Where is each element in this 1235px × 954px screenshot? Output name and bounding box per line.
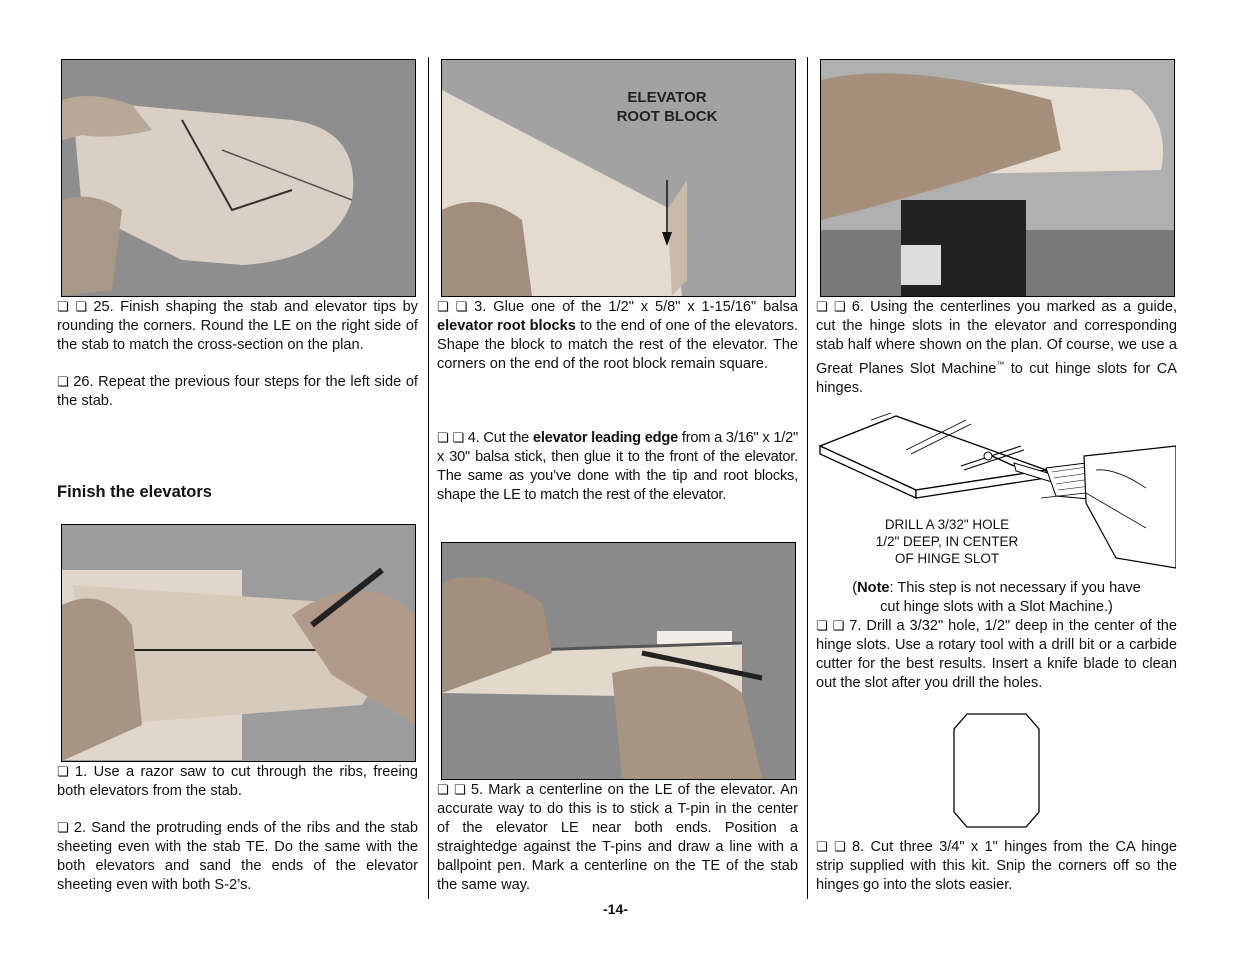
checkbox-icon[interactable]: ❏ ❏	[816, 840, 846, 855]
checkbox-icon[interactable]: ❏	[57, 375, 69, 390]
hinge-hole-icon	[983, 451, 993, 461]
page-number: -14-	[603, 901, 628, 917]
checkbox-icon[interactable]: ❏ ❏	[437, 300, 468, 315]
checkbox-icon[interactable]: ❏ ❏	[57, 300, 87, 315]
checkbox-icon[interactable]: ❏ ❏	[437, 431, 464, 446]
note: (Note: This step is not necessary if you…	[852, 580, 1141, 615]
hinge-diagram	[953, 713, 1040, 828]
checkbox-icon[interactable]: ❏	[57, 821, 69, 836]
step-5: ❏ ❏ 5. Mark a centerline on the LE of th…	[437, 782, 798, 893]
checkbox-icon[interactable]: ❏ ❏	[816, 619, 845, 634]
step-1: ❏ 1. Use a razor saw to cut through the …	[57, 764, 418, 799]
step-8: ❏ ❏ 8. Cut three 3/4" x 1" hinges from t…	[816, 839, 1177, 893]
column-divider-right	[807, 57, 808, 899]
photo-label: ELEVATOR ROOT BLOCK	[616, 89, 718, 125]
checkbox-icon[interactable]: ❏	[57, 765, 69, 780]
step-26: ❏ 26. Repeat the previous four steps for…	[57, 374, 418, 409]
photo-mark-centerline	[441, 542, 796, 780]
step-3: ❏ ❏ 3. Glue one of the 1/2" x 5/8" x 1-1…	[437, 299, 799, 372]
photo-cut-hinge-slots	[820, 59, 1175, 297]
step-4: ❏ ❏ 4. Cut the elevator leading edge fro…	[437, 430, 798, 503]
checkbox-icon[interactable]: ❏ ❏	[816, 300, 846, 315]
section-heading: Finish the elevators	[57, 483, 212, 501]
photo-stab-tip	[61, 59, 416, 297]
step-7: ❏ ❏ 7. Drill a 3/32" hole, 1/2" deep in …	[816, 618, 1177, 691]
photo-elevator-root-block: ELEVATOR ROOT BLOCK	[441, 59, 796, 297]
step-6: ❏ ❏ 6. Using the centerlines you marked …	[816, 299, 1178, 396]
step-2: ❏ 2. Sand the protruding ends of the rib…	[57, 820, 418, 893]
drill-caption: DRILL A 3/32" HOLE 1/2" DEEP, IN CENTER …	[875, 517, 1019, 566]
checkbox-icon[interactable]: ❏ ❏	[437, 783, 466, 798]
photo-razor-saw	[61, 524, 416, 762]
column-divider-left	[428, 57, 429, 899]
step-25: ❏ ❏ 25. Finish shaping the stab and elev…	[57, 299, 418, 353]
drill-diagram	[818, 412, 1176, 569]
